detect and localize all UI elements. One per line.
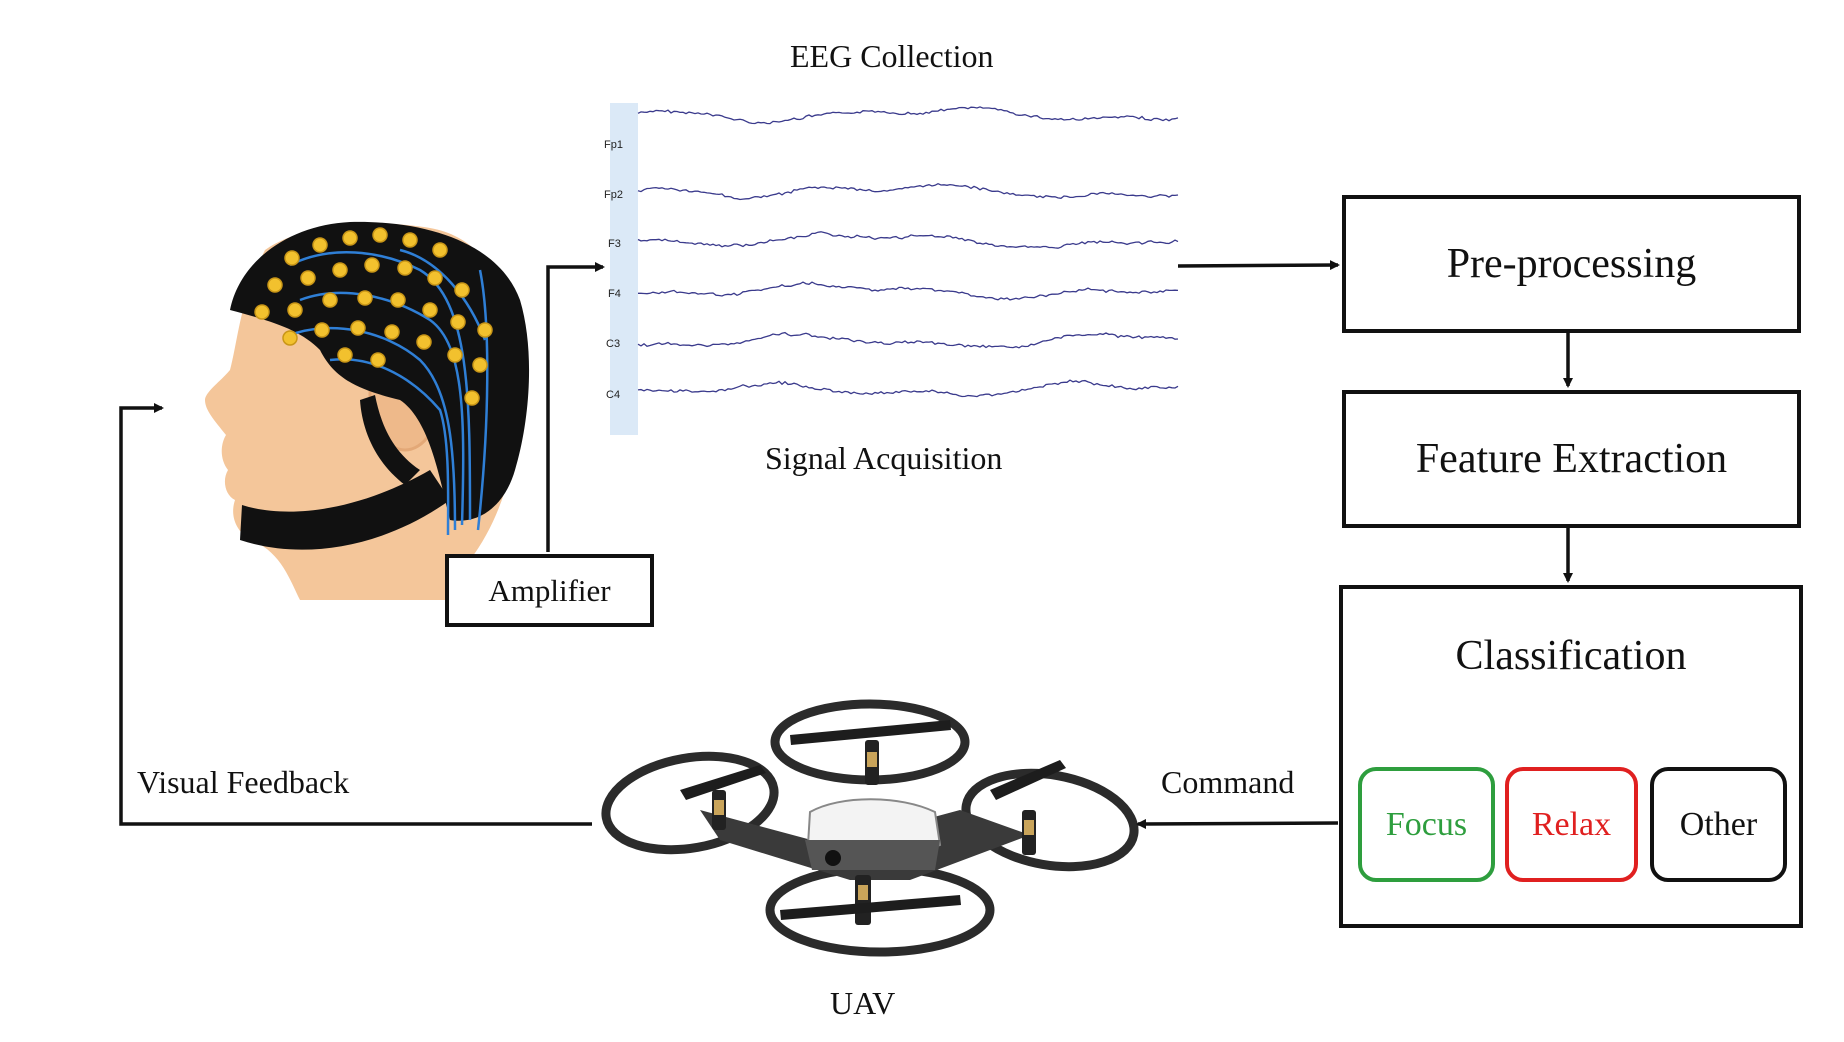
eeg-traces [637,106,1179,398]
command-label: Command [1161,764,1295,800]
class-focus: Focus [1358,767,1495,882]
eeg-trace-fp1 [637,106,1179,125]
arrow-visual-feedback [119,403,592,826]
eeg-trace-f3 [637,231,1179,249]
classification-box: Classification [1339,585,1803,726]
channel-label: C3 [606,338,621,350]
signal-acquisition-label: Signal Acquisition [765,440,1003,476]
eeg-trace-fp2 [637,182,1179,201]
channel-label: Fp2 [604,189,623,201]
visual-feedback-label: Visual Feedback [137,764,350,800]
eeg-signal-panel [610,103,1179,435]
channel-label: Fp1 [604,139,623,151]
eeg-collection-label: EEG Collection [790,38,994,74]
preprocessing-box: Pre-processing [1342,195,1801,333]
eeg-trace-f4 [638,281,1179,301]
arrow-amplifier-to-eeg [546,262,605,552]
classification-label: Classification [1455,632,1687,679]
channel-label: C4 [606,389,621,401]
uav-label: UAV [830,985,896,1021]
class-other: Other [1650,767,1787,882]
channel-label: F4 [608,288,621,300]
preprocessing-label: Pre-processing [1446,241,1697,287]
class-other-label: Other [1679,805,1758,843]
connectors [119,260,1573,829]
channel-label: F3 [608,238,621,250]
feature-extraction-box: Feature Extraction [1342,390,1801,528]
class-relax-label: Relax [1531,805,1612,843]
eeg-cap-head-illustration [205,221,530,601]
amplifier-box: Amplifier [445,554,654,627]
eeg-trace-c3 [637,331,1179,349]
amplifier-label: Amplifier [488,572,611,608]
channel-label-bar [610,103,638,435]
arrow-eeg-to-preprocessing [1177,260,1340,271]
drone-illustration [601,699,1139,957]
feature-extraction-label: Feature Extraction [1415,436,1728,482]
arrow-classification-to-uav [1136,818,1339,829]
eeg-trace-c4 [637,379,1179,398]
class-relax: Relax [1505,767,1638,882]
class-focus-label: Focus [1385,805,1468,843]
